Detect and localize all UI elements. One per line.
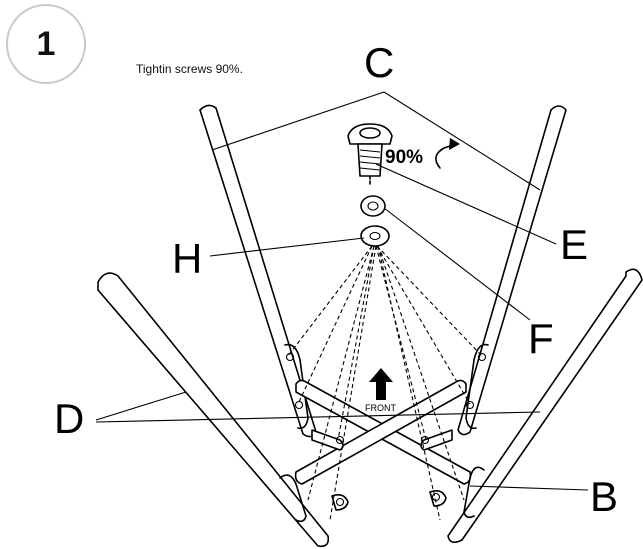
right-back-leg (457, 105, 567, 436)
spring-washer-f (360, 195, 386, 217)
part-label-f: F (528, 315, 554, 362)
step-number: 1 (36, 24, 56, 63)
clockwise-rotation-arrow-icon (435, 138, 460, 169)
step-badge: 1 (6, 4, 86, 84)
assembly-guide-lines (287, 245, 483, 521)
part-label-h: H (172, 235, 203, 282)
part-label-d: D (54, 395, 85, 442)
cross-braces (294, 379, 472, 485)
torque-label: 90% (385, 147, 424, 168)
up-arrow-icon (369, 368, 393, 400)
screw-e (347, 123, 393, 187)
part-label-b: B (590, 473, 619, 520)
front-label: FRONT (365, 403, 396, 413)
instruction-text: Tightin screws 90%. (136, 62, 243, 76)
right-front-leg (429, 268, 643, 544)
left-front-leg (97, 272, 349, 548)
leader-lines (95, 91, 589, 491)
part-label-c: C (364, 39, 395, 86)
part-label-e: E (560, 221, 589, 268)
flat-washer-h (360, 225, 390, 247)
